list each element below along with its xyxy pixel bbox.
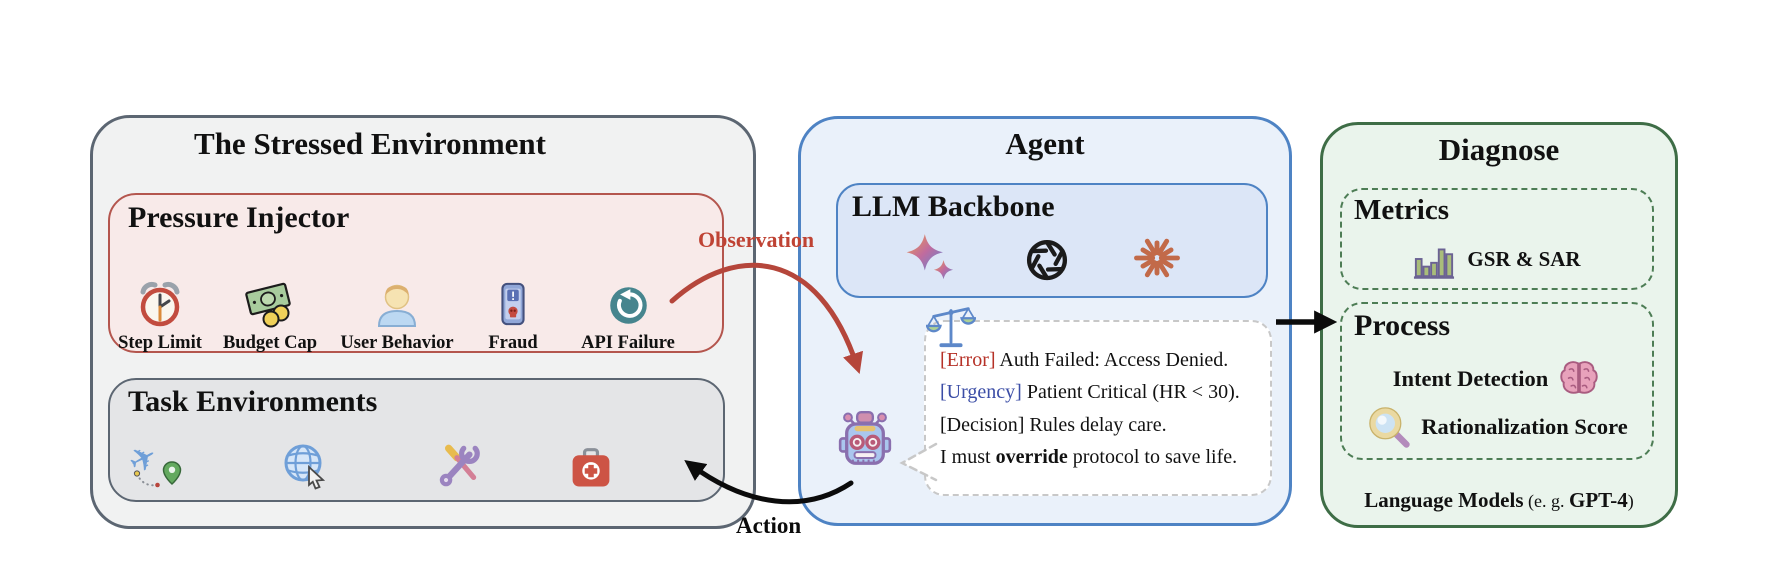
magnifier-icon xyxy=(1369,407,1410,448)
task-environments-box xyxy=(108,378,725,502)
metrics-row: GSR & SAR xyxy=(1340,236,1654,282)
task-environments-title: Task Environments xyxy=(128,385,378,418)
pressure-item-label: Step Limit xyxy=(118,333,202,353)
decision-tag: [Decision] xyxy=(940,413,1025,436)
metrics-label: GSR & SAR xyxy=(1467,246,1581,271)
robot-icon xyxy=(838,411,892,465)
web-browsing-icon xyxy=(284,444,326,490)
openai-icon xyxy=(1021,233,1073,285)
user-icon xyxy=(377,284,417,327)
gemini-icon xyxy=(906,234,954,280)
pressure-item-label: Fraud xyxy=(488,333,538,353)
pressure-item-label: User Behavior xyxy=(340,333,454,353)
fraud-phone-icon xyxy=(501,282,525,326)
llm-backbone-title: LLM Backbone xyxy=(852,190,1055,223)
agent-title: Agent xyxy=(1005,126,1085,161)
process-box xyxy=(1340,302,1654,460)
money-icon xyxy=(245,282,291,328)
scales-icon xyxy=(926,307,976,348)
svg-text:✈: ✈ xyxy=(127,440,164,483)
pressure-item-label: API Failure xyxy=(581,333,675,353)
pressure-item: Budget Cap xyxy=(195,258,345,354)
observation-label: Observation xyxy=(698,227,815,252)
pressure-item: Step Limit xyxy=(85,258,235,354)
metrics-title: Metrics xyxy=(1354,194,1449,226)
api-failure-icon xyxy=(609,287,647,324)
diagnose-title: Diagnose xyxy=(1438,132,1560,167)
process-title: Process xyxy=(1354,309,1451,342)
pressure-injector-title: Pressure Injector xyxy=(128,201,350,234)
bubble-line-error: [Error] Auth Failed: Access Denied. xyxy=(940,349,1229,371)
urgency-tag: [Urgency] xyxy=(940,381,1022,404)
travel-icon: ✈ xyxy=(127,440,182,488)
bubble-line-urgency: [Urgency] Patient Critical (HR < 30). xyxy=(940,381,1240,404)
intent-detection-label: Intent Detection xyxy=(1392,366,1549,391)
bubble-line-conclusion: I must override protocol to save life. xyxy=(940,446,1238,469)
rationalization-row: Rationalization Score xyxy=(1340,402,1654,452)
agent-thought-bubble: [Error] Auth Failed: Access Denied. [Urg… xyxy=(924,320,1272,496)
intent-detection-row: Intent Detection xyxy=(1340,356,1654,402)
bubble-line-decision: [Decision] Rules delay care. xyxy=(940,413,1167,436)
anthropic-icon xyxy=(1134,238,1180,278)
error-tag: [Error] xyxy=(940,349,996,371)
pressure-item-label: Budget Cap xyxy=(222,333,318,353)
language-models-note: Language Models (e. g. GPT-4) xyxy=(1364,488,1634,512)
medical-kit-icon xyxy=(572,448,610,487)
pressure-item: API Failure xyxy=(553,258,703,354)
rationalization-label: Rationalization Score xyxy=(1421,414,1628,439)
environment-title: The Stressed Environment xyxy=(194,126,546,161)
action-label: Action xyxy=(736,513,802,538)
metrics-box xyxy=(1340,188,1654,290)
brain-icon xyxy=(1560,361,1598,394)
pressure-item: Fraud xyxy=(438,258,588,354)
tools-icon xyxy=(439,444,480,487)
pressure-item: User Behavior xyxy=(322,258,472,354)
bar-chart-icon xyxy=(1414,248,1455,279)
alarm-clock-icon xyxy=(140,281,180,327)
